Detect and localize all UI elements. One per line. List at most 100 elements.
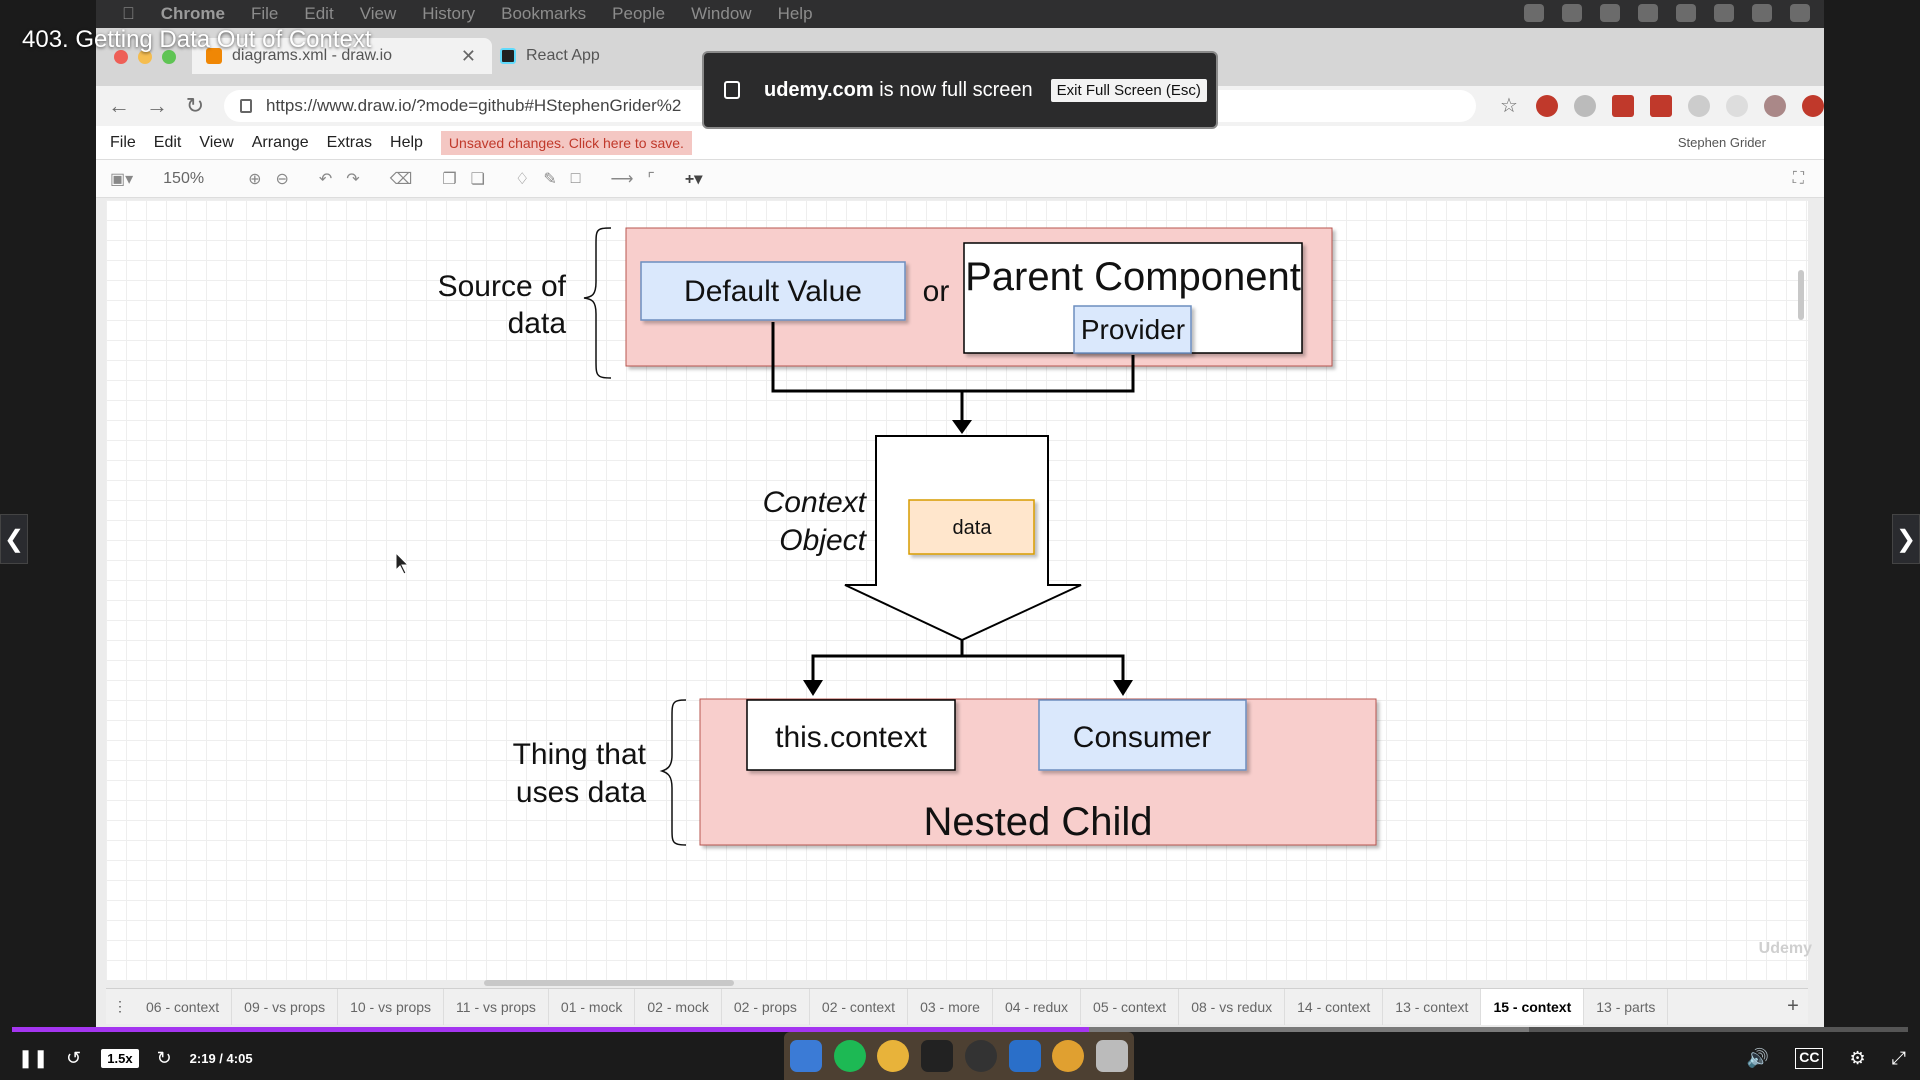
context-label-line2: Object [779,524,867,557]
browser-tab-react-app: React App [486,38,746,74]
fullscreen-notice: udemy.com is now full screen Exit Full S… [702,51,1218,129]
volume-icon[interactable]: 🔊 [1746,1047,1770,1068]
chevron-left-icon: ❮ [3,525,25,553]
list-icon [1790,4,1810,22]
siri-icon [1752,4,1772,22]
page-tab: 08 - vs redux [1179,988,1286,1025]
player-controls: ❚❚ ↺ 1.5x ↻ 2:19 / 4:05 🔊 CC ⚙ ⤢ [0,1036,1920,1080]
browser-tab-drawio: diagrams.xml - draw.io ✕ [192,38,492,74]
playback-speed-button[interactable]: 1.5x [101,1048,139,1068]
page-tab: 01 - mock [549,988,636,1025]
forward-icon: → [146,93,168,118]
terminal-icon [921,1040,954,1072]
drawio-toolbar: ▣▾ 150% ⊕ ⊖ ↶ ↷ ⌫ ❐ ❏ ♢ ✎ □ ⟶ ⌜ +▾ ⛶ [96,160,1824,198]
extension-icon [1574,95,1596,117]
tab-title: React App [526,47,600,64]
this-context-label: this.context [775,721,927,754]
unsaved-changes-banner: Unsaved changes. Click here to save. [440,130,692,155]
app-icon [1052,1040,1085,1072]
wifi-icon [1638,4,1658,22]
drawio-menu-bar: File Edit View Arrange Extras Help Unsav… [96,126,1824,160]
settings-gear-icon[interactable]: ⚙ [1849,1047,1866,1068]
consumer-label-line1: Thing that [513,738,647,771]
drawio-menu-extras: Extras [326,133,373,151]
status-icon [1562,4,1582,22]
finder-icon [789,1040,822,1072]
page-tab: 10 - vs props [338,988,445,1025]
captions-icon[interactable]: CC [1795,1047,1824,1069]
url-text: https://www.draw.io/?mode=github#HStephe… [266,96,682,115]
this-context-box [746,699,956,771]
source-arrowhead [952,420,972,434]
this-context-arrowhead [803,680,823,696]
previous-lecture-button[interactable]: ❮ [0,514,28,564]
consumer-label-line2: uses data [516,776,646,809]
source-brace [583,227,612,379]
rewind-icon[interactable]: ↺ [66,1047,82,1068]
status-icon [1524,4,1544,22]
mac-menu-bookmarks: Bookmarks [488,4,586,23]
star-icon: ☆ [1500,95,1518,117]
page-tab: 06 - context [134,988,233,1025]
parent-component-label: Parent Component [965,255,1301,299]
redo-icon: ↷ [346,170,360,188]
zoom-in-icon: ⊕ [248,170,262,188]
insert-icon: +▾ [684,170,703,188]
page-tab: 14 - context [1285,988,1384,1025]
page-tab: 09 - vs props [232,988,339,1025]
exit-fullscreen-icon[interactable]: ⤢ [1891,1047,1906,1068]
next-lecture-button[interactable]: ❯ [1892,514,1920,564]
chevron-right-icon: ❯ [1895,525,1917,553]
mac-menu-chrome: Chrome [148,4,225,23]
fullscreen-message: udemy.com is now full screen [764,79,1033,102]
default-value-box [640,261,906,321]
drawio-menu-arrange: Arrange [251,133,309,151]
vertical-scrollbar [1798,270,1804,320]
pause-button[interactable]: ❚❚ [18,1047,49,1068]
tab-title: diagrams.xml - draw.io [232,47,393,64]
data-box [908,499,1035,555]
exit-fullscreen-button[interactable]: Exit Full Screen (Esc) [1050,78,1207,102]
status-icon [1600,4,1620,22]
mac-menu-view: View [346,4,397,23]
extension-icon [1688,95,1710,117]
react-favicon-icon [500,48,516,64]
drawio-favicon-icon [206,48,222,64]
consumer-label: Consumer [1073,721,1211,754]
shadow-icon: □ [570,169,581,187]
extension-icon [1726,95,1748,117]
video-frame:  Chrome File Edit View History Bookmark… [96,0,1824,1032]
extension-icon [1536,95,1558,117]
extension-icon [1650,95,1672,117]
delete-icon: ⌫ [389,170,413,188]
page-tab: 13 - parts [1584,988,1669,1025]
video-progress-bar[interactable] [12,1027,1908,1032]
undo-icon: ↶ [318,170,333,188]
forward-icon[interactable]: ↻ [156,1047,172,1068]
mac-menu-bar:  Chrome File Edit View History Bookmark… [96,0,1824,28]
provider-label: Provider [1081,314,1185,345]
page-tabs: ⋮ 06 - context 09 - vs props 10 - vs pro… [106,988,1808,1025]
player-right-controls: 🔊 CC ⚙ ⤢ [1746,1047,1906,1069]
user-name: Stephen Grider [1677,135,1766,150]
page-tab: 13 - context [1383,988,1482,1025]
consumer-connector [811,654,1125,682]
waypoints-icon: ⌜ [647,170,655,188]
obs-icon [964,1040,997,1072]
mouse-cursor-icon [395,551,410,575]
nested-child-label: Nested Child [923,800,1152,844]
extension-icon [1802,95,1824,117]
to-back-icon: ❏ [470,170,486,188]
consumer-brace [659,699,687,846]
add-page-icon: + [1787,995,1799,1017]
page-tab: 04 - redux [993,988,1082,1025]
fullscreen-domain: udemy.com [764,78,874,101]
to-front-icon: ❐ [442,170,457,188]
drawio-menu-view: View [199,133,234,151]
line-color-icon: ✎ [543,170,557,188]
time-display: 2:19 / 4:05 [189,1050,253,1066]
data-label: data [953,517,993,539]
mac-menu-edit: Edit [291,4,333,23]
provider-box [1073,305,1192,354]
